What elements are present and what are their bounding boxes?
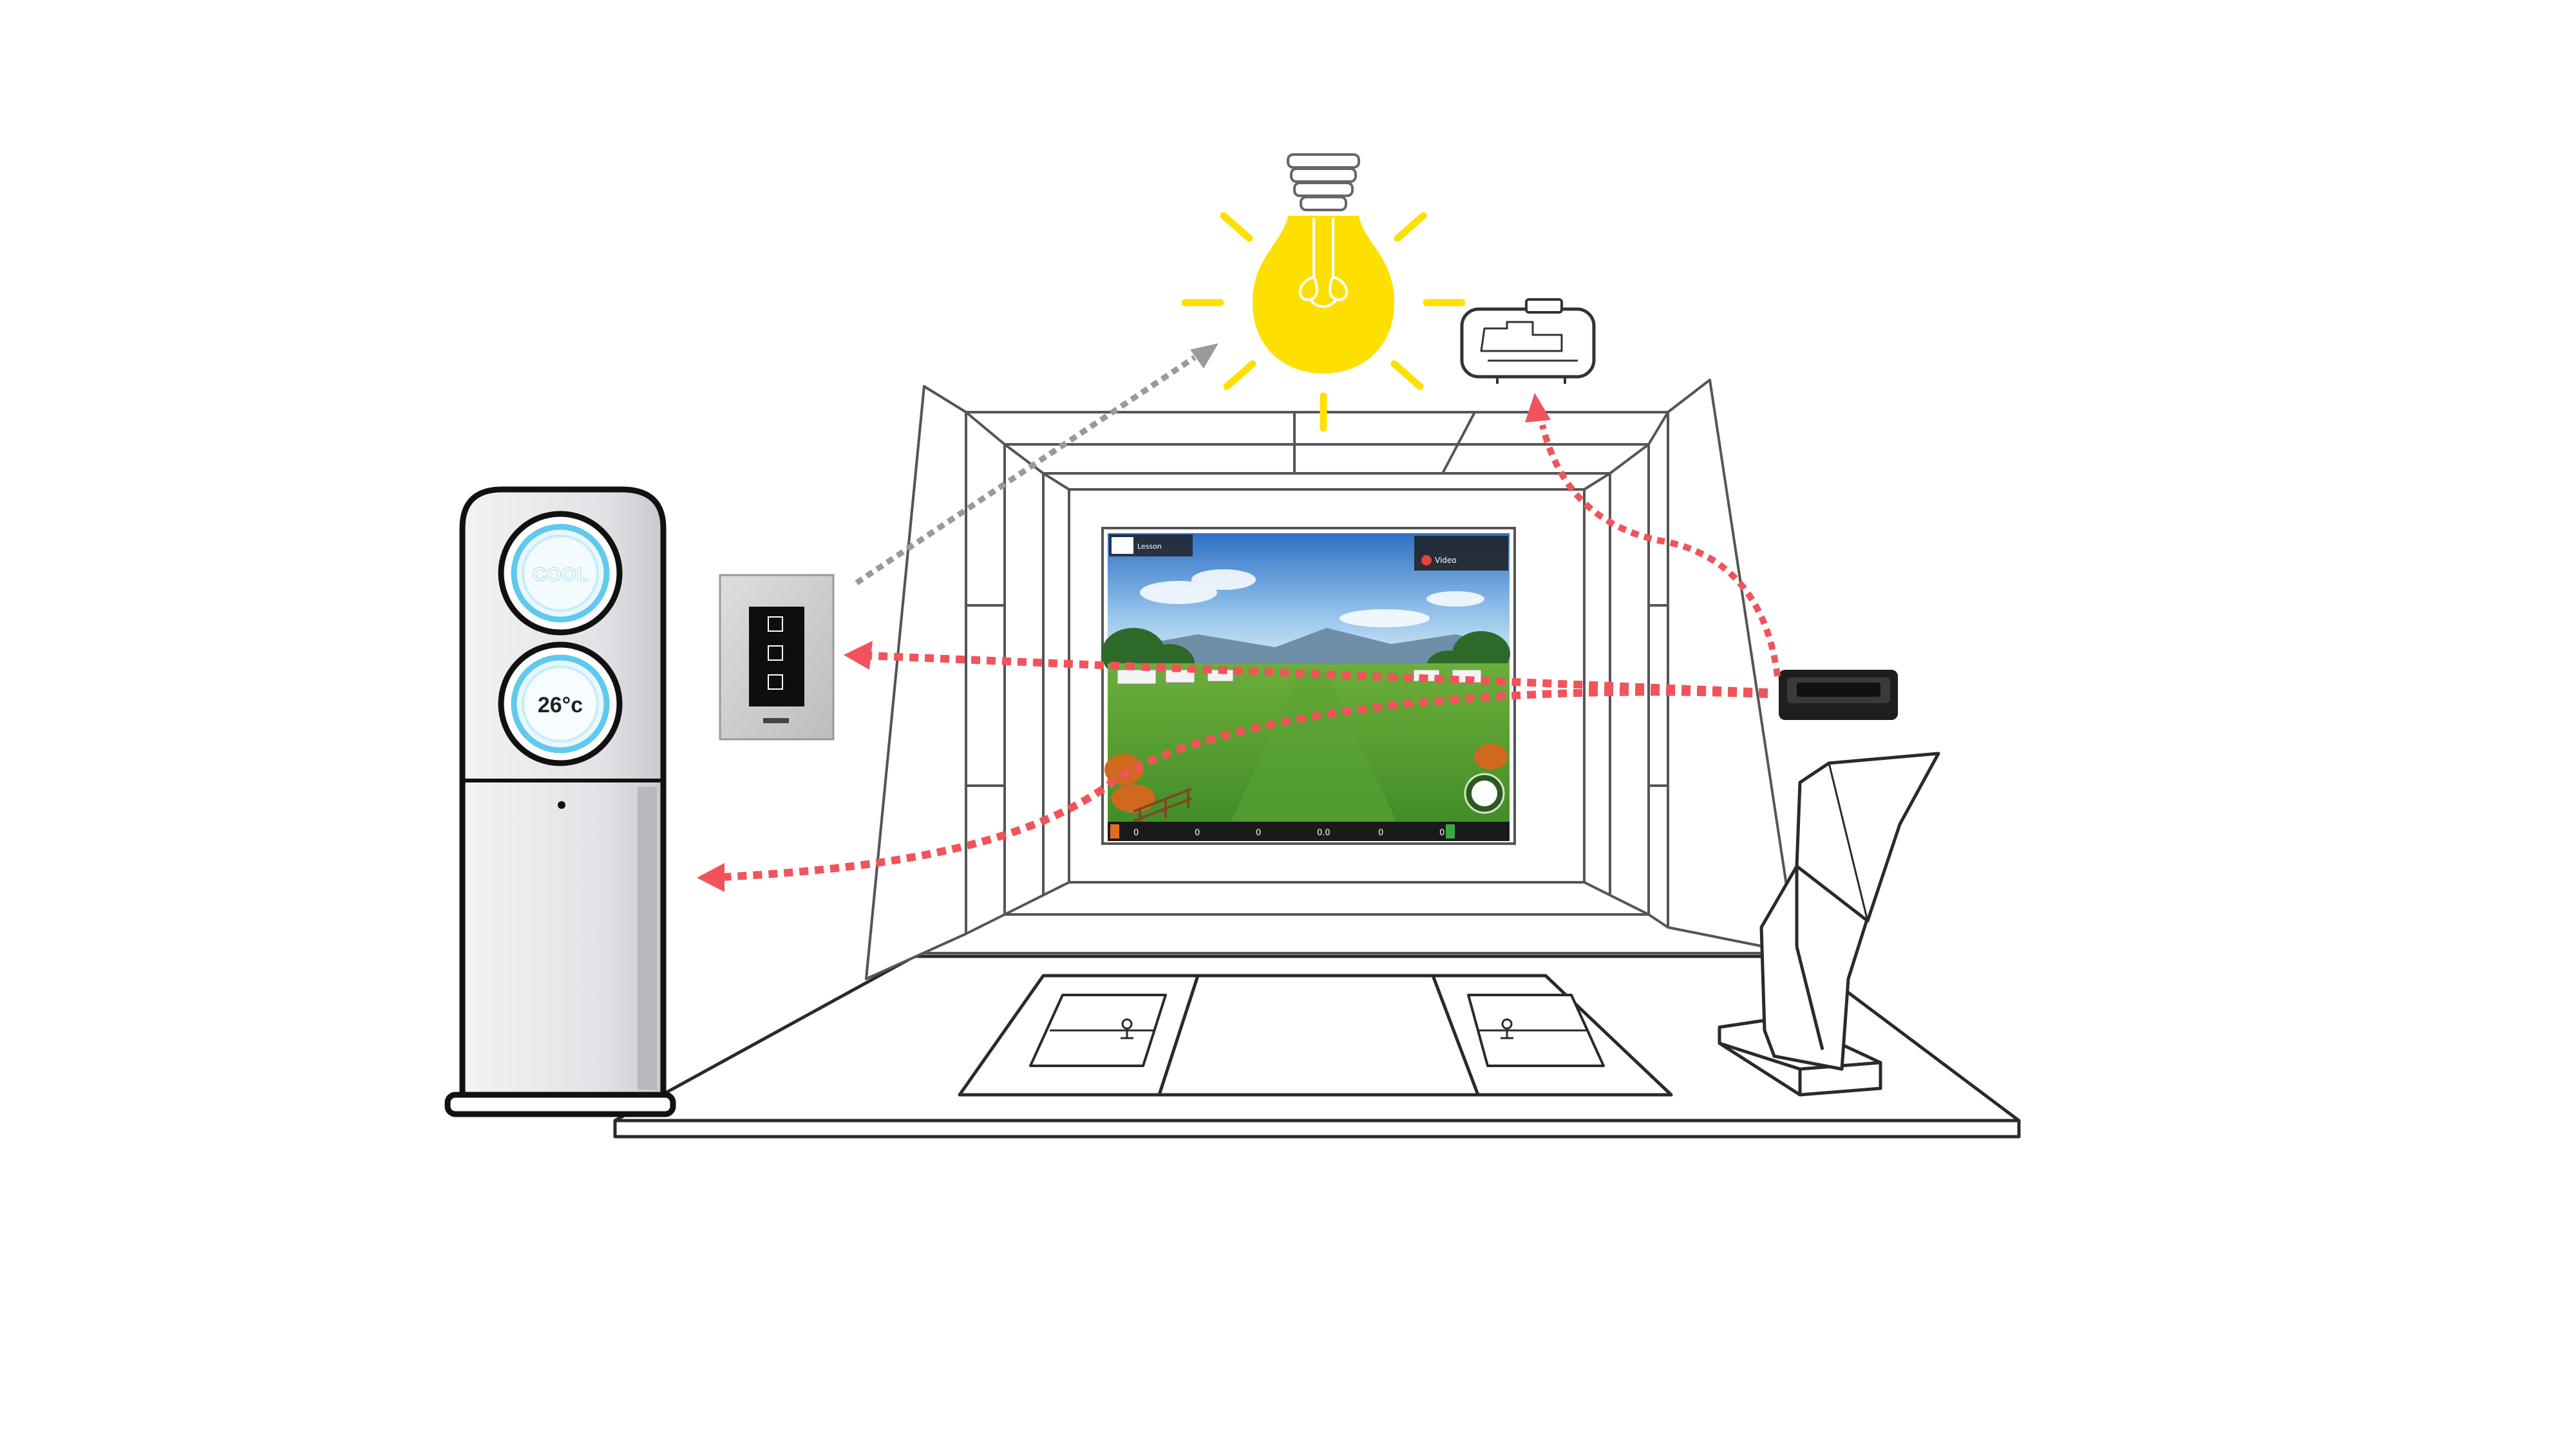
arrow-head-bulb <box>1190 343 1218 368</box>
cool-mode-button[interactable]: COOL <box>501 514 620 632</box>
stats-bar: 0 0 0 0.0 0 0 <box>1108 822 1510 841</box>
stat-2: 0 <box>1195 828 1200 838</box>
light-bulb-icon[interactable] <box>1185 155 1462 428</box>
player-label: Lesson <box>1137 542 1162 551</box>
golf-ball-icon <box>1465 774 1504 813</box>
projector-icon[interactable] <box>1462 299 1594 384</box>
stat-3: 0 <box>1256 828 1261 838</box>
stat-6: 0 <box>1439 828 1444 838</box>
air-conditioner-icon[interactable]: COOL 26°c <box>448 489 673 1114</box>
golf-simulator-screen: Lesson Video 0 0 0 0.0 0 0 <box>1101 528 1515 844</box>
arrow-head-ac <box>697 863 724 892</box>
player-info-panel: Lesson <box>1109 535 1193 556</box>
arrow-head-projector <box>1525 393 1551 422</box>
stat-4: 0.0 <box>1317 828 1331 838</box>
sensor-icon[interactable] <box>1779 670 1898 720</box>
ac-temperature-label: 26°c <box>538 693 583 717</box>
ac-mode-label: COOL <box>533 564 589 585</box>
stat-5: 0 <box>1378 828 1383 838</box>
temperature-button[interactable]: 26°c <box>501 645 620 763</box>
video-label: Video <box>1435 556 1457 565</box>
hitting-mat <box>960 976 1671 1095</box>
video-widget[interactable]: Video <box>1414 536 1508 571</box>
stat-1: 0 <box>1133 828 1139 838</box>
wall-switch-icon[interactable] <box>720 575 833 739</box>
arrow-head-switch <box>844 641 873 670</box>
